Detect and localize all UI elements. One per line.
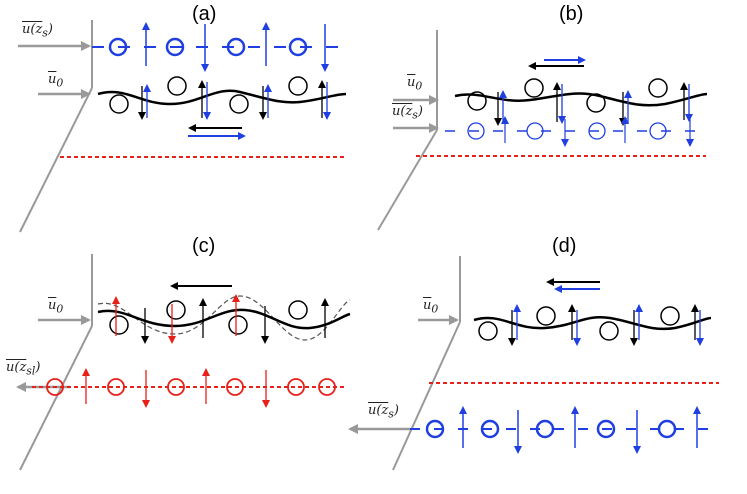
panel-c-black-vortices <box>109 300 308 335</box>
panel-b-interface-wave <box>454 92 708 107</box>
panel-c-red-arrows <box>82 368 270 408</box>
panel-b-slanted-axis <box>377 129 438 231</box>
vortex <box>165 37 185 57</box>
vortex <box>226 37 246 57</box>
panel-d-interface-wave <box>473 315 712 331</box>
panel-b-us-label: u(zs) <box>392 104 423 122</box>
panel-c-red-vortices <box>46 378 336 396</box>
panel-d-us-label: u(zs) <box>368 403 399 421</box>
panel-c-title: (c) <box>192 235 216 257</box>
vortex <box>108 37 128 57</box>
panel-a-us-label: u(zs) <box>22 22 53 40</box>
panel-b-blue-arrows <box>501 116 694 147</box>
panel-d-black-vortices <box>478 306 680 341</box>
panel-d-title: (d) <box>552 235 577 257</box>
panel-d-paired-arrows <box>508 304 704 346</box>
panel-a-paired-arrows <box>138 80 331 120</box>
panel-a-title: (a) <box>192 3 217 25</box>
panel-c <box>16 254 351 471</box>
vortex <box>288 37 308 57</box>
panel-d-u0-label: u0 <box>423 298 439 316</box>
panel-c-interface-wave <box>97 308 351 330</box>
panel-a <box>18 20 347 233</box>
panel-d-slanted-axis <box>392 321 461 471</box>
panel-a-interface-wave <box>97 89 347 106</box>
panel-d-blue-arrows <box>459 406 701 454</box>
panel-a-u0-label: u0 <box>48 72 64 90</box>
panel-c-paired-arrows <box>112 294 329 344</box>
panel-b-black-vortices <box>467 78 668 113</box>
panel-b-title: (b) <box>559 3 584 25</box>
panel-d <box>348 256 719 471</box>
panel-c-slanted-axis <box>19 325 93 471</box>
panel-a-slanted-axis <box>19 87 93 233</box>
panel-c-usl-label: u(zsl) <box>6 360 41 378</box>
panel-b-u0-label: u0 <box>407 75 423 93</box>
panel-c-u0-label: u0 <box>48 298 64 316</box>
panel-a-black-vortices <box>109 76 308 114</box>
panel-b-blue-vortices <box>467 122 667 140</box>
panel-a-blue-arrows <box>142 22 329 72</box>
panel-a-blue-vortices <box>108 37 308 57</box>
panel-d-blue-vortices <box>425 419 677 439</box>
panel-b <box>377 30 708 231</box>
panel-b-paired-arrows <box>494 82 693 126</box>
